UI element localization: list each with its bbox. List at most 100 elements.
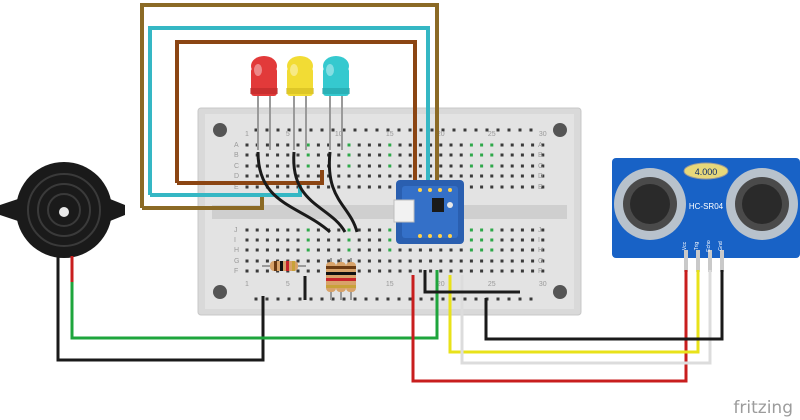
breadboard-hole [520, 174, 524, 178]
breadboard-hole [327, 185, 331, 189]
rail-hole [364, 297, 368, 301]
breadboard-hole [388, 164, 392, 168]
sensor-pin [696, 250, 700, 272]
brown-wire [175, 40, 417, 185]
breadboard-center-channel [212, 205, 567, 219]
row-label: D [538, 173, 543, 180]
breadboard-hole [286, 185, 290, 189]
sensor-pin [684, 250, 688, 272]
breadboard-hole [490, 238, 494, 242]
breadboard-hole [418, 164, 422, 168]
row-label: C [538, 163, 543, 170]
breadboard-hole [265, 269, 269, 273]
breadboard-hole [459, 153, 463, 157]
breadboard-hole [265, 153, 269, 157]
breadboard-hole [510, 238, 514, 242]
breadboard-hole [276, 248, 280, 252]
led-red [250, 56, 278, 150]
breadboard-hole [418, 269, 422, 273]
breadboard-hole [337, 228, 341, 232]
black-jumper [292, 151, 347, 233]
breadboard-hole [408, 269, 412, 273]
column-label: 30 [539, 131, 547, 138]
breadboard-hole [429, 269, 433, 273]
breadboard-hole [316, 185, 320, 189]
breadboard-hole [531, 143, 535, 147]
column-label: 15 [386, 131, 394, 138]
breadboard-hole [296, 164, 300, 168]
rail-hole [265, 128, 269, 132]
breadboard-hole [439, 248, 443, 252]
column-label: 25 [488, 131, 496, 138]
breadboard-hole [337, 238, 341, 242]
breadboard-hole [439, 269, 443, 273]
breadboard-hole [510, 174, 514, 178]
breadboard-hole [490, 153, 494, 157]
breadboard-hole [337, 259, 341, 263]
sensor-pin-label: Echo [706, 240, 712, 252]
row-label: G [538, 258, 543, 265]
breadboard-hole [510, 259, 514, 263]
rail-hole [375, 297, 379, 301]
breadboard-hole [490, 248, 494, 252]
breadboard-hole [459, 143, 463, 147]
breadboard-hole [245, 185, 249, 189]
breadboard-hole [306, 174, 310, 178]
breadboard-hole [388, 269, 392, 273]
breadboard-hole [439, 259, 443, 263]
breadboard-hole [286, 248, 290, 252]
rail-hole [496, 128, 500, 132]
breadboard-hole [367, 153, 371, 157]
breadboard-hole [306, 228, 310, 232]
breadboard-hole [255, 259, 259, 263]
rail-hole [529, 128, 533, 132]
rail-hole [287, 297, 291, 301]
breadboard-hole [357, 248, 361, 252]
resistor-band [336, 272, 346, 275]
breadboard-hole [429, 259, 433, 263]
breadboard-hole [449, 143, 453, 147]
brown-wire-end [177, 170, 324, 185]
breadboard-hole [541, 143, 545, 147]
breadboard-hole [265, 174, 269, 178]
breadboard-hole [347, 185, 351, 189]
breadboard-hole [367, 185, 371, 189]
breadboard-hole [347, 143, 351, 147]
breadboard-hole [531, 185, 535, 189]
breadboard-hole [255, 248, 259, 252]
breadboard-hole [520, 228, 524, 232]
breadboard-hole [367, 164, 371, 168]
rail-hole [254, 297, 258, 301]
breadboard-hole [367, 238, 371, 242]
column-label: 20 [437, 281, 445, 288]
breadboard-hole [327, 259, 331, 263]
rail-hole [463, 128, 467, 132]
breadboard-hole [378, 269, 382, 273]
rail-hole [342, 128, 346, 132]
breadboard-hole [296, 153, 300, 157]
breadboard-hole [255, 174, 259, 178]
breadboard-hole [408, 248, 412, 252]
breadboard-hole [439, 143, 443, 147]
breadboard-hole [306, 164, 310, 168]
rail-hole [408, 128, 412, 132]
breadboard-hole [378, 238, 382, 242]
led-cyan [322, 56, 350, 150]
sensor-pin [720, 250, 724, 272]
breadboard-hole [306, 259, 310, 263]
rail-hole [518, 297, 522, 301]
breadboard-hole [490, 185, 494, 189]
row-label: E [538, 184, 543, 191]
breadboard-hole [265, 164, 269, 168]
rail-hole [419, 297, 423, 301]
breadboard-hole [316, 174, 320, 178]
gnd-black-wire [484, 270, 724, 341]
breadboard-hole [296, 174, 300, 178]
breadboard-hole [480, 185, 484, 189]
breadboard-holes [245, 128, 545, 301]
breadboard-hole [388, 238, 392, 242]
breadboard-hole [500, 185, 504, 189]
row-label: B [234, 152, 239, 159]
breadboard-hole [388, 143, 392, 147]
